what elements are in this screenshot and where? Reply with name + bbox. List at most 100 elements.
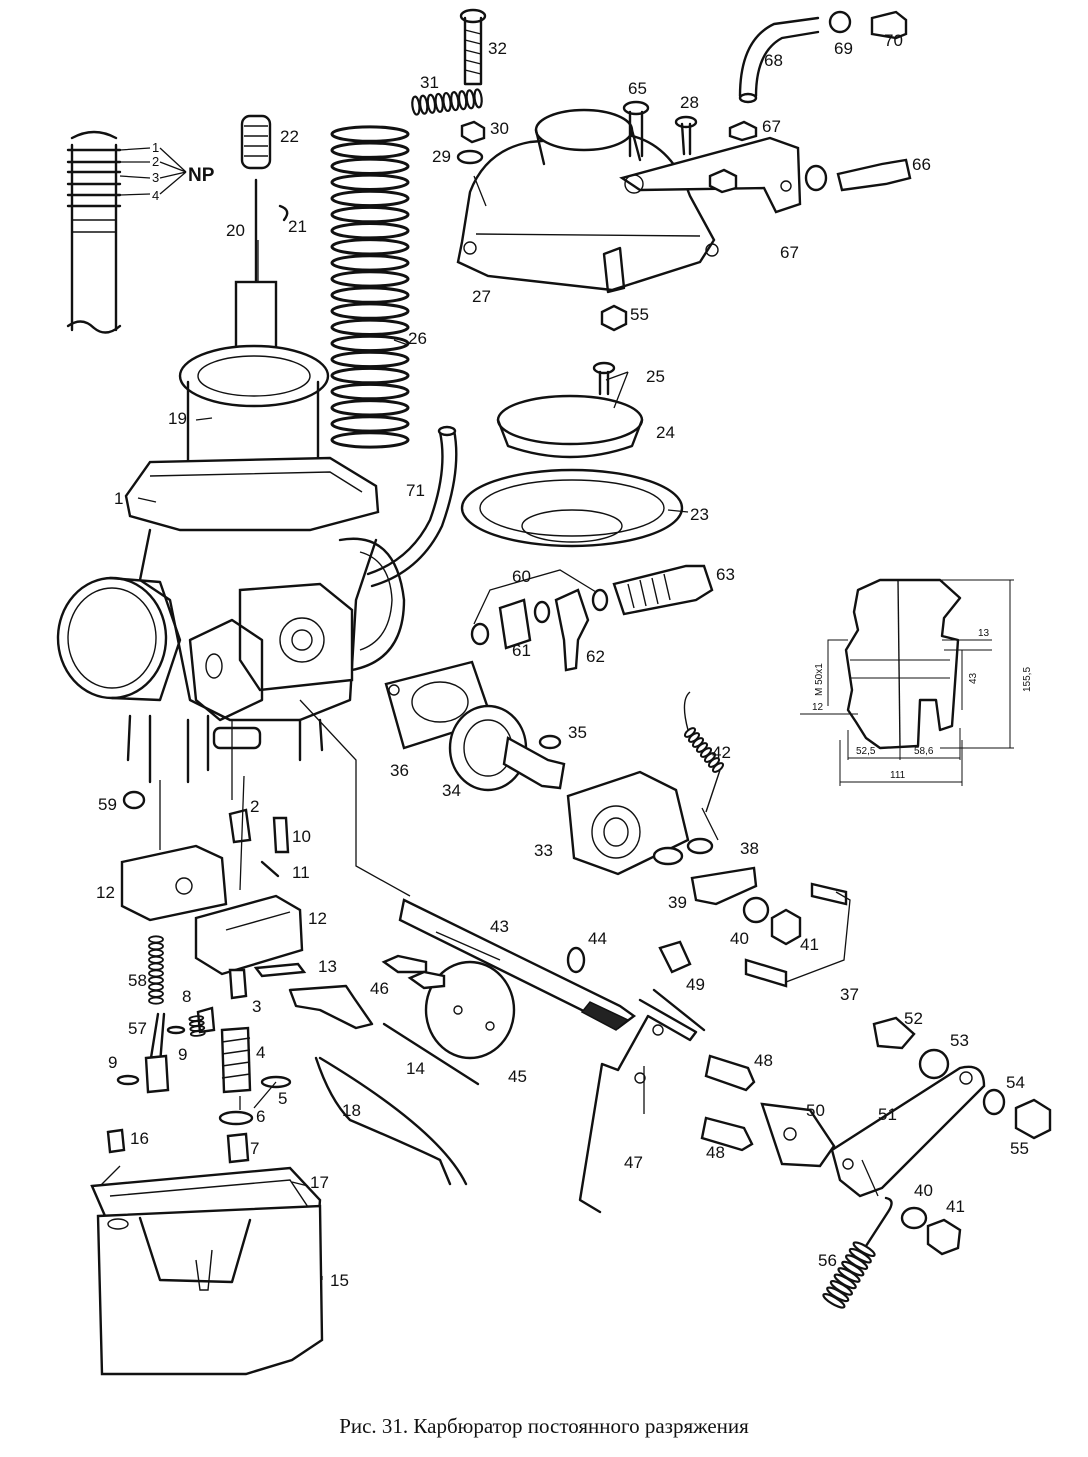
dim-111: 111 (890, 770, 906, 781)
choke-housing (566, 770, 851, 988)
callout-62: 62 (586, 647, 605, 666)
choke-hose-fittings (738, 10, 908, 104)
callout-25: 25 (646, 367, 665, 386)
throttle-shaft-group (299, 699, 637, 1060)
callout-34: 34 (442, 781, 461, 800)
callout-18: 18 (342, 1101, 361, 1120)
dim-13: 13 (978, 628, 990, 639)
callout-10: 10 (292, 827, 311, 846)
callout-68: 68 (764, 51, 783, 70)
choke-arm-group (830, 1016, 1052, 1256)
callout-23: 23 (690, 505, 709, 524)
callout-56: 56 (818, 1251, 837, 1270)
section-view (800, 578, 1014, 786)
callout-30: 30 (490, 119, 509, 138)
np-label: NP (188, 165, 215, 186)
callout-2: 2 (250, 797, 259, 816)
jet-needle-group (240, 114, 289, 292)
callout-65: 65 (628, 79, 647, 98)
callout-13: 13 (318, 957, 337, 976)
bracket-assembly (619, 120, 912, 214)
banjo-fitting (470, 564, 714, 672)
callout-32: 32 (488, 39, 507, 58)
np-groove-3: 3 (152, 170, 159, 185)
callout-45: 45 (508, 1067, 527, 1086)
callout-8: 8 (182, 987, 191, 1006)
callout-1: 1 (114, 489, 123, 508)
spring-56 (822, 1196, 893, 1309)
callout-20: 20 (226, 221, 245, 240)
figure-caption: Рис. 31. Карбюратор постоянного разряжен… (339, 1414, 749, 1438)
callout-48b: 48 (706, 1143, 725, 1162)
callout-33: 33 (534, 841, 553, 860)
callout-17: 17 (310, 1173, 329, 1192)
diaphragm-group (460, 361, 684, 548)
callout-28: 28 (680, 93, 699, 112)
callout-24: 24 (656, 423, 675, 442)
callout-69: 69 (834, 39, 853, 58)
leader-lines (99, 175, 879, 1280)
callout-42: 42 (712, 743, 731, 762)
dimension-labels: 13 M 50x1 43 155,5 12 52,5 58,6 111 (812, 628, 1033, 781)
callout-16: 16 (130, 1129, 149, 1148)
dim-58-6: 58,6 (914, 746, 934, 757)
callout-58: 58 (128, 971, 147, 990)
callout-41b: 41 (946, 1197, 965, 1216)
callout-4: 4 (256, 1043, 265, 1062)
float-and-jets (106, 790, 480, 1186)
callout-40b: 40 (914, 1181, 933, 1200)
dim-155-5: 155,5 (1022, 667, 1033, 692)
small-spring-31 (411, 88, 483, 116)
return-spring-42 (683, 691, 725, 813)
callout-46: 46 (370, 979, 389, 998)
callout-22: 22 (280, 127, 299, 146)
callout-70: 70 (884, 31, 903, 50)
callout-49: 49 (686, 975, 705, 994)
callout-41a: 41 (800, 935, 819, 954)
callout-31: 31 (420, 73, 439, 92)
callout-54: 54 (1006, 1073, 1025, 1092)
callout-6: 6 (256, 1107, 265, 1126)
dim-43: 43 (968, 672, 979, 684)
callout-5: 5 (278, 1089, 287, 1108)
callout-57: 57 (128, 1019, 147, 1038)
callout-63: 63 (716, 565, 735, 584)
top-screws (456, 8, 698, 332)
callout-66: 66 (912, 155, 931, 174)
float-springs (148, 935, 206, 1037)
callout-11: 11 (292, 863, 310, 882)
callout-55b: 55 (1010, 1139, 1029, 1158)
callout-26: 26 (408, 329, 427, 348)
np-groove-2: 2 (152, 154, 159, 169)
callout-48a: 48 (754, 1051, 773, 1070)
callout-60: 60 (512, 567, 531, 586)
callout-59: 59 (98, 795, 117, 814)
callout-43: 43 (490, 917, 509, 936)
float-bowl (90, 1166, 324, 1376)
callout-37: 37 (840, 985, 859, 1004)
callout-52: 52 (904, 1009, 923, 1028)
callout-7: 7 (250, 1139, 259, 1158)
callout-61: 61 (512, 641, 531, 660)
callout-15: 15 (330, 1271, 349, 1290)
callout-19: 19 (168, 409, 187, 428)
callout-12a: 12 (96, 883, 115, 902)
carburetor-body (56, 456, 406, 784)
callout-40a: 40 (730, 929, 749, 948)
dim-12: 12 (812, 702, 824, 713)
vent-hose (366, 425, 458, 588)
callout-14: 14 (406, 1059, 425, 1078)
callout-27: 27 (472, 287, 491, 306)
callout-67a: 67 (762, 117, 781, 136)
callout-9b: 9 (178, 1045, 187, 1064)
callout-50: 50 (806, 1101, 825, 1120)
callout-12b: 12 (308, 909, 327, 928)
callout-29: 29 (432, 147, 451, 166)
callout-51: 51 (878, 1105, 897, 1124)
callout-3: 3 (252, 997, 261, 1016)
callout-38: 38 (740, 839, 759, 858)
callout-47: 47 (624, 1153, 643, 1172)
callout-67b: 67 (780, 243, 799, 262)
